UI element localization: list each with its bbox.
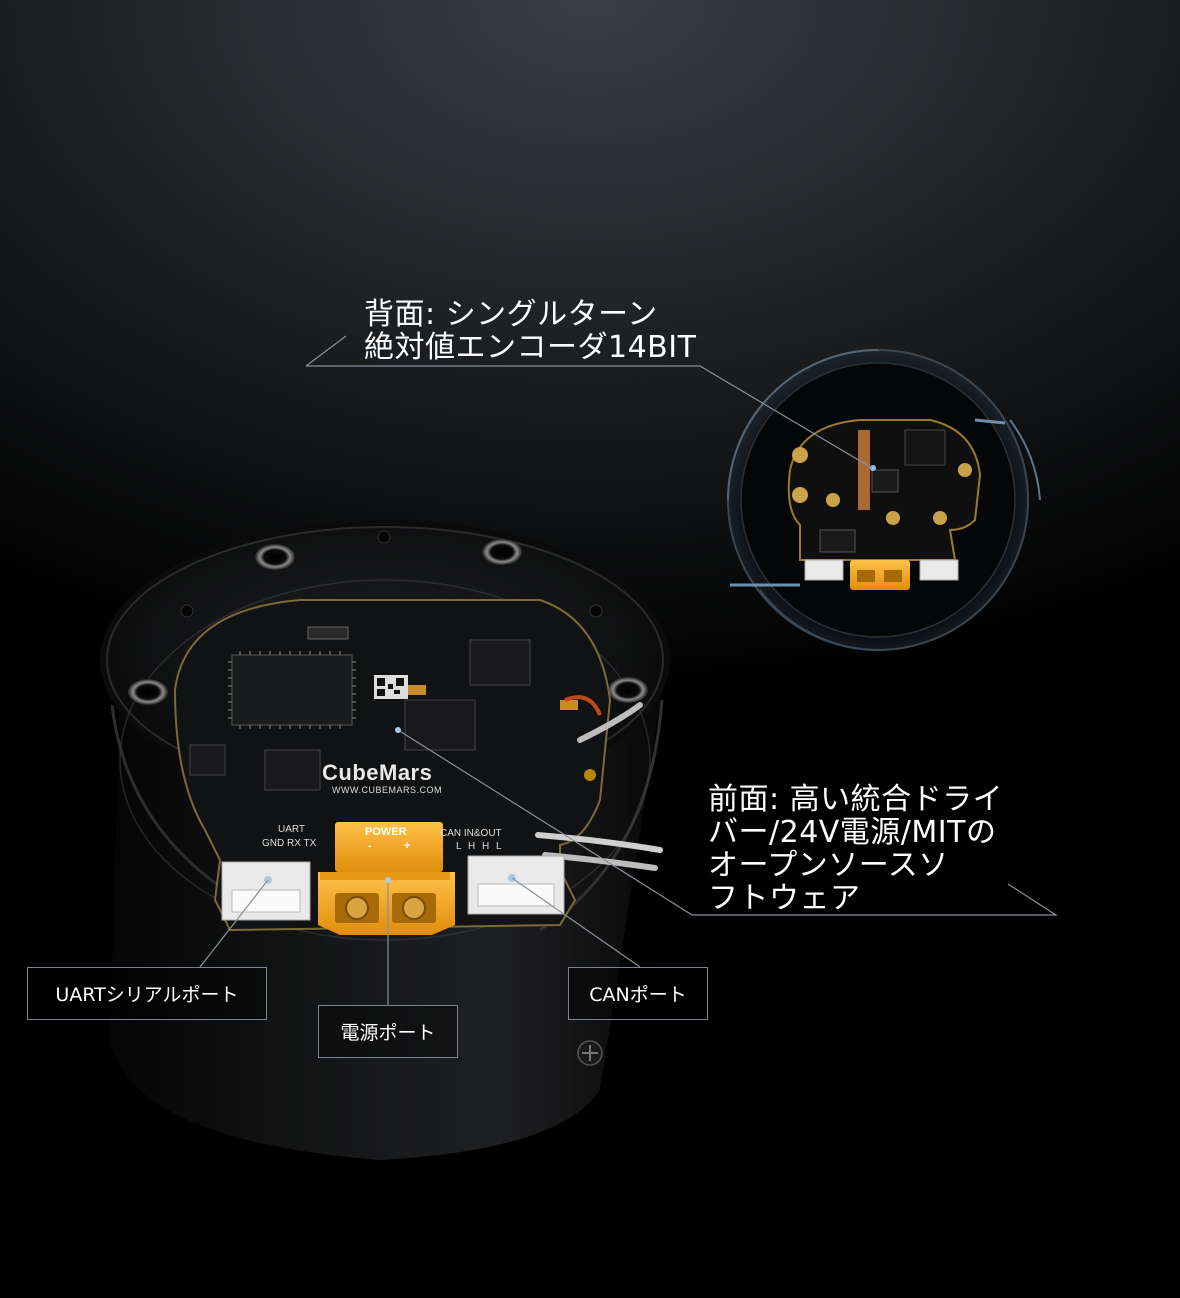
mounting-screws [128,530,648,1066]
board-website: WWW.CUBEMARS.COM [332,785,442,795]
can-leader [511,877,641,968]
front-driver-callout: 前面: 高い統合ドライ バー/24V電源/MITの オープンソースソ フトウェア [708,783,1003,915]
uart-port-label: UARTシリアルポート [27,967,267,1020]
back-callout-slant [305,335,347,367]
back-callout-line-1: 背面: シングルターン [364,297,658,332]
back-callout-leader [306,365,873,469]
board-uart-pins: GND RX TX [262,838,317,849]
back-encoder-callout: 背面: シングルターン 絶対値エンコーダ14BIT [364,298,696,364]
board-uart-label: UART [278,824,306,835]
front-callout-line-4: フトウェア [708,881,861,916]
board-power-minus: - [368,840,372,852]
front-callout-line-2: バー/24V電源/MITの [708,815,997,850]
power-port-label-text: 電源ポート [340,1022,436,1044]
front-callout-leader [397,729,1059,916]
front-callout-dot [395,727,401,733]
board-brand-logo: CubeMars [322,760,433,785]
driver-pcb [173,599,663,932]
power-port-label: 電源ポート [318,1005,458,1058]
board-power-label: POWER [365,826,407,838]
front-callout-line-3: オープンソースソ [708,848,949,883]
xt30-power-connector [318,822,455,935]
uart-connector [221,861,311,921]
power-dot [385,877,391,883]
board-can-label: CAN IN&OUT [440,828,502,839]
uart-leader [199,879,269,968]
qr-code [374,675,408,699]
can-connector [467,855,565,915]
board-can-pins: L H H L [456,841,504,852]
uart-port-label-text: UARTシリアルポート [55,984,239,1006]
board-power-plus: + [404,840,411,852]
back-callout-line-2: 絶対値エンコーダ14BIT [364,330,697,365]
can-port-label-text: CANポート [589,984,687,1006]
front-callout-line-1: 前面: 高い統合ドライ [708,782,1004,817]
can-port-label: CANポート [568,967,708,1020]
